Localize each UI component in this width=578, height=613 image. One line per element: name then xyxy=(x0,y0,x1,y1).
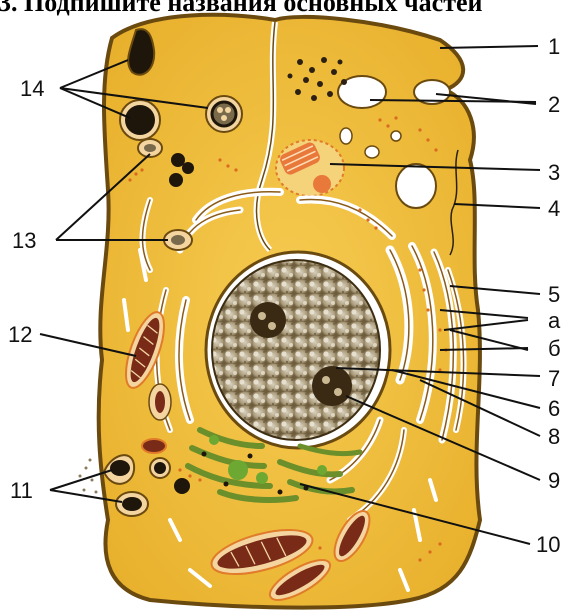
nucleolus-1 xyxy=(250,302,286,338)
label-6: 6 xyxy=(548,396,560,421)
label-1: 1 xyxy=(548,34,560,59)
label-b: б xyxy=(548,336,561,361)
label-9: 9 xyxy=(548,468,560,493)
label-3: 3 xyxy=(548,160,560,185)
label-10: 10 xyxy=(536,532,560,557)
label-12: 12 xyxy=(8,322,32,347)
label-4: 4 xyxy=(548,196,560,221)
nucleolus-2 xyxy=(312,366,352,406)
label-13: 13 xyxy=(12,228,36,253)
label-7: 7 xyxy=(548,366,560,391)
label-a: а xyxy=(548,308,561,333)
centrosome xyxy=(276,140,344,196)
label-8: 8 xyxy=(548,424,560,449)
label-5: 5 xyxy=(548,282,560,307)
label-14: 14 xyxy=(20,76,44,101)
label-11: 11 xyxy=(10,478,33,503)
label-2: 2 xyxy=(548,92,560,117)
nucleus xyxy=(206,252,390,448)
